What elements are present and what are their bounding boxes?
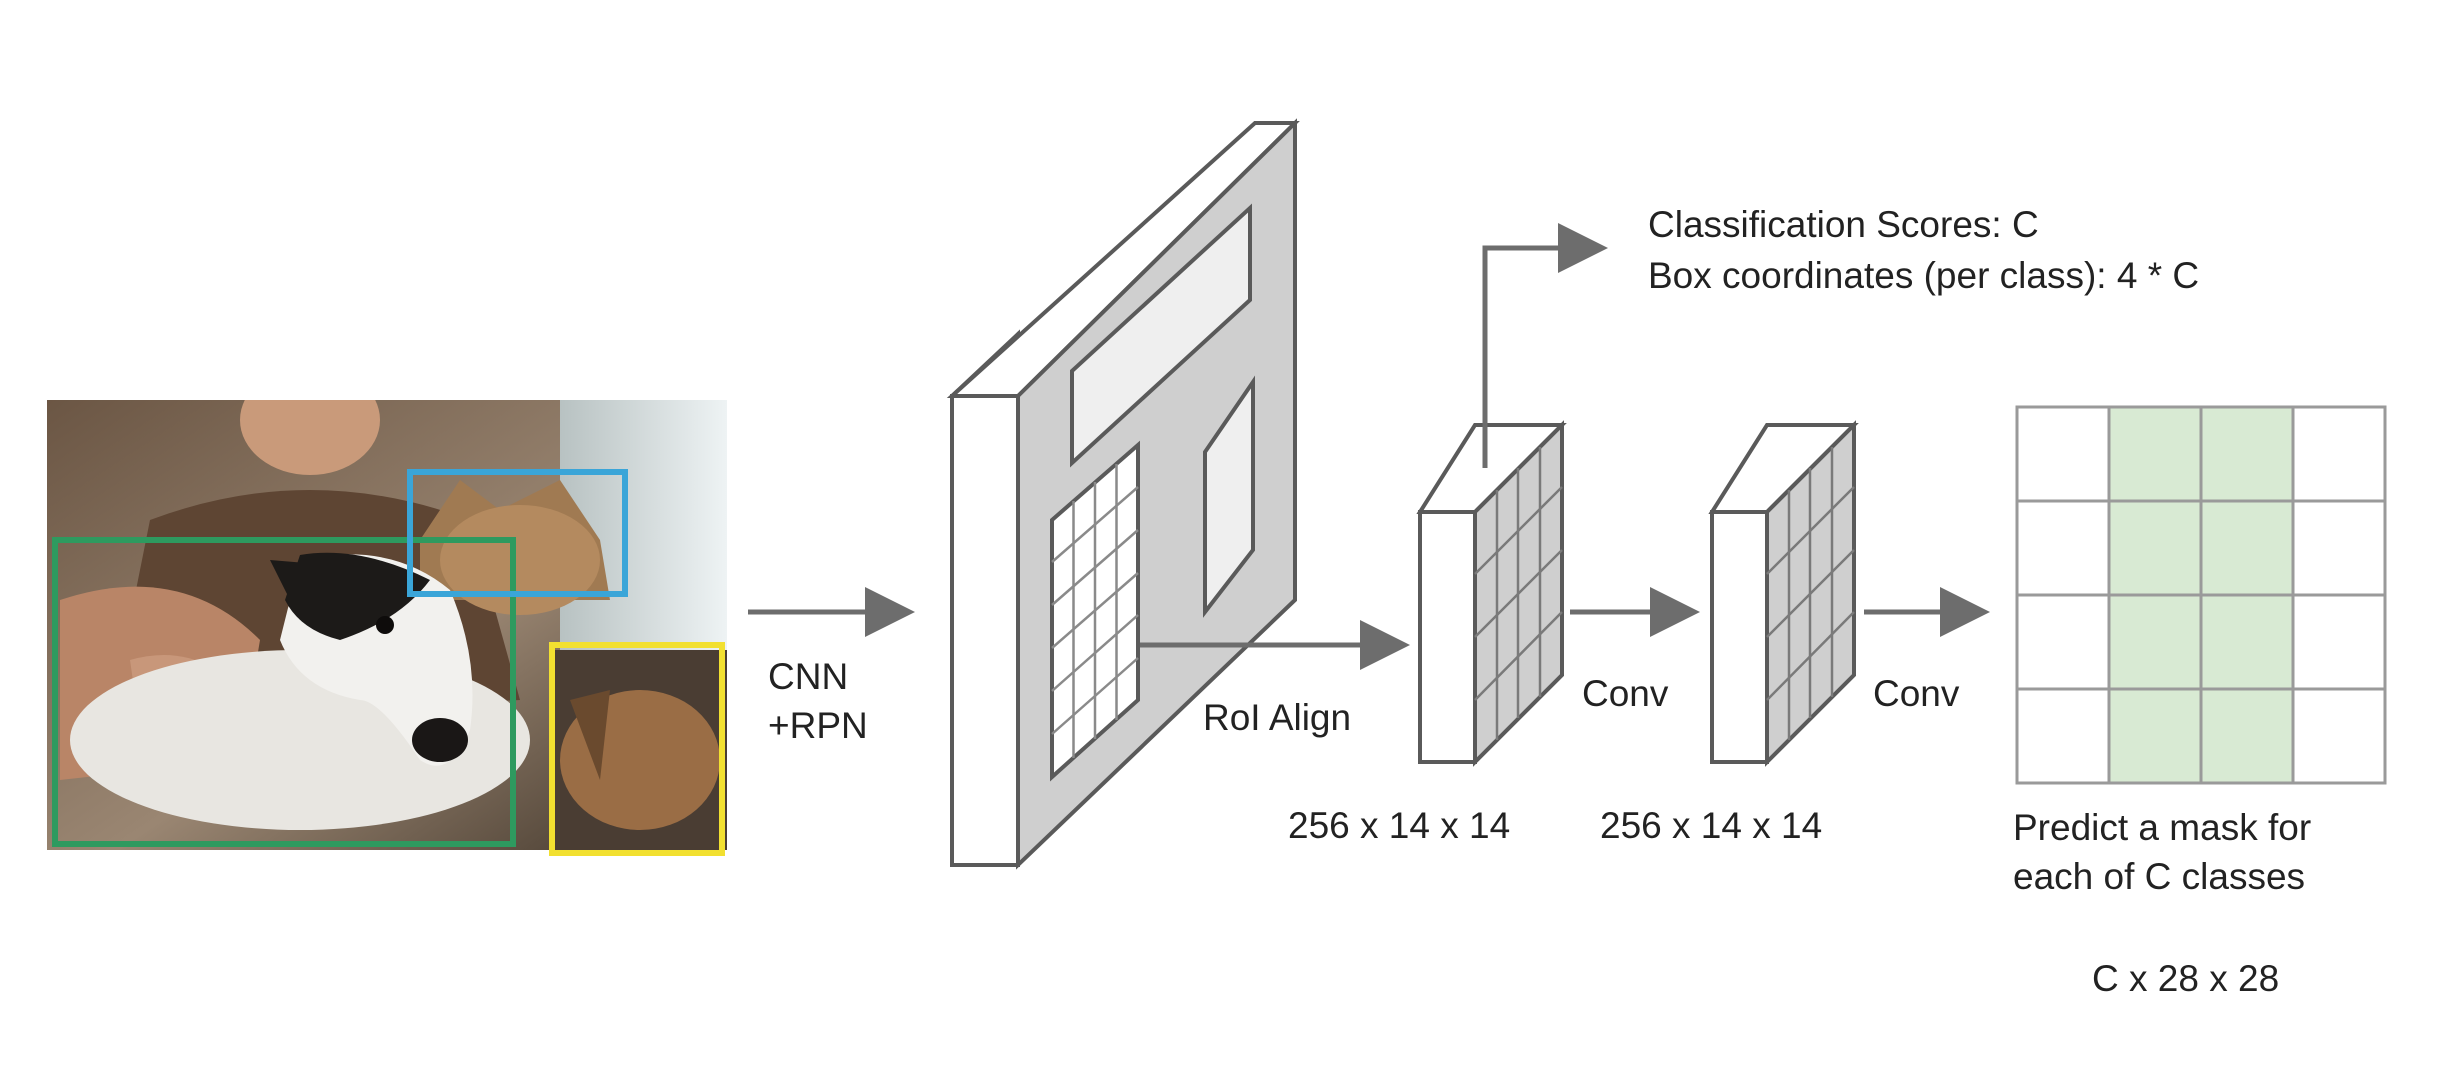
- box-coordinates-label: Box coordinates (per class): 4 * C: [1648, 255, 2200, 296]
- input-photo: [47, 400, 727, 850]
- classification-scores-label: Classification Scores: C: [1648, 204, 2039, 245]
- cat-detection-box: [407, 469, 628, 597]
- rpn-label: +RPN: [768, 705, 868, 746]
- feature-map-block: [946, 118, 1300, 870]
- puppy-detection-box: [549, 642, 725, 856]
- mask-dims-label: C x 28 x 28: [2092, 958, 2280, 999]
- conv-label-2: Conv: [1873, 673, 1960, 714]
- dims-label-2: 256 x 14 x 14: [1600, 805, 1823, 846]
- roi-align-label: RoI Align: [1203, 697, 1352, 738]
- feature-cube-1: [1416, 420, 1567, 767]
- mask-caption-line2: each of C classes: [2013, 856, 2306, 897]
- classification-branch-arrow: [1482, 223, 1608, 468]
- conv-label-1: Conv: [1582, 673, 1669, 714]
- feature-cube-2: [1708, 420, 1859, 767]
- dims-label-1: 256 x 14 x 14: [1288, 805, 1511, 846]
- mask-caption-line1: Predict a mask for: [2013, 807, 2312, 848]
- mask-grid: [2015, 405, 2387, 785]
- cnn-label: CNN: [768, 656, 849, 697]
- dog-detection-box: [52, 537, 516, 847]
